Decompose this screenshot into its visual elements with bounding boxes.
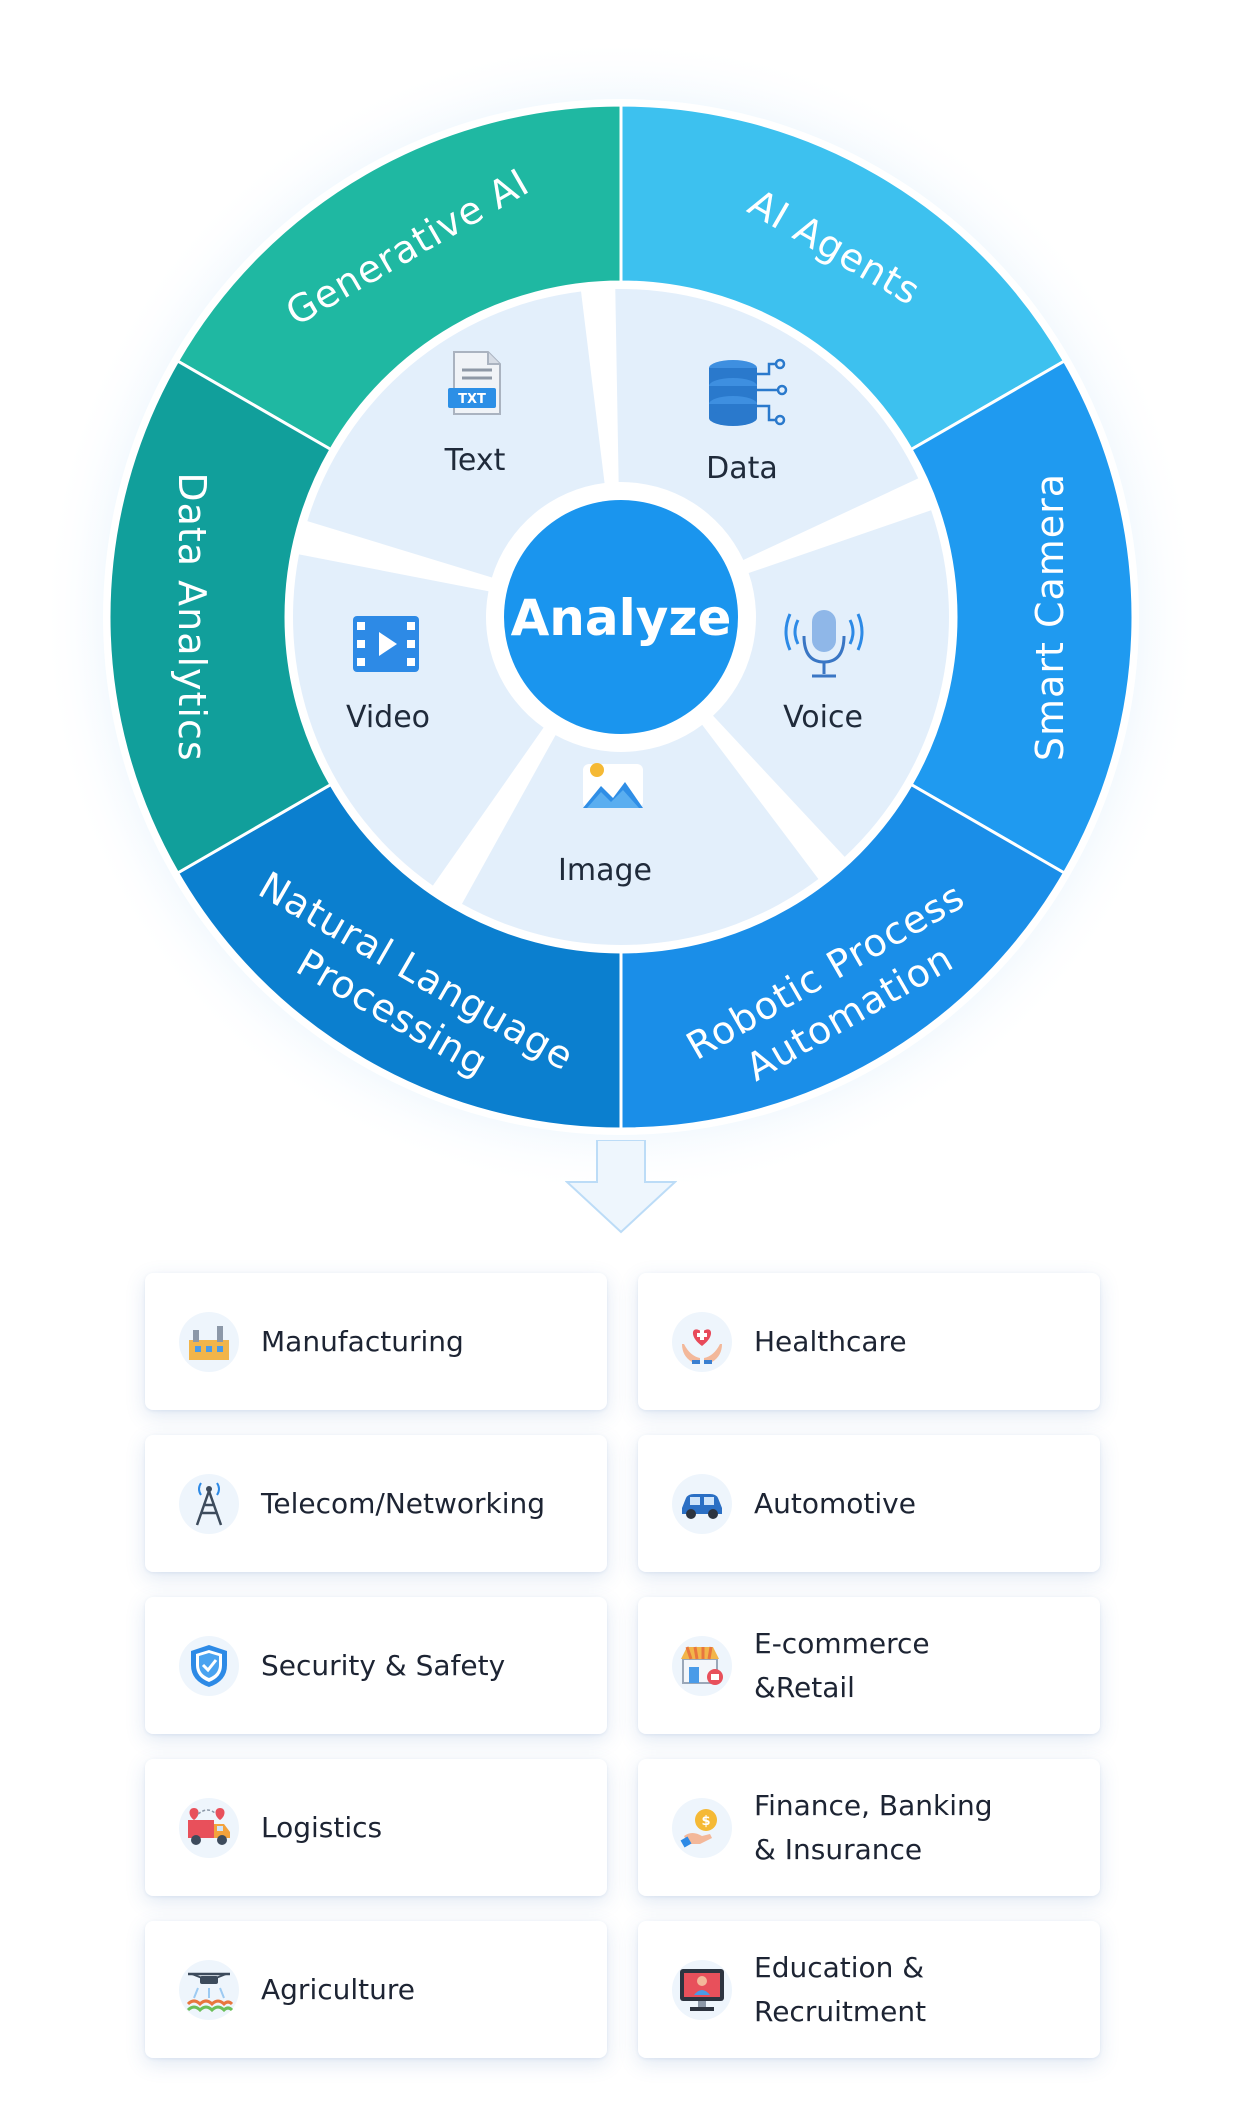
inner-segment-image[interactable]	[461, 724, 819, 945]
healthcare-hands-icon	[672, 1311, 732, 1372]
industry-label: Healthcare	[754, 1324, 907, 1358]
outer-segment-label: Data Analytics	[170, 472, 214, 761]
delivery-truck-icon	[179, 1797, 239, 1858]
industry-label: Manufacturing	[261, 1324, 464, 1358]
car-icon	[672, 1473, 732, 1534]
inner-segment-label: Data	[706, 451, 778, 486]
cell-tower-icon	[179, 1473, 239, 1534]
video-icon	[353, 616, 419, 672]
txt-file-icon: TXT	[448, 351, 501, 415]
microphone-icon	[784, 610, 864, 678]
inner-segment-label: Voice	[783, 700, 863, 735]
shield-check-icon	[179, 1635, 239, 1696]
database-icon	[709, 358, 788, 426]
inner-segment-label: Text	[444, 443, 506, 478]
inner-segment-voice[interactable]	[713, 510, 949, 857]
inner-segment-text[interactable]	[307, 291, 605, 578]
drone-crops-icon	[179, 1959, 239, 2020]
coin-hand-icon: $	[672, 1797, 732, 1858]
industry-card-automotive[interactable]: Automotive	[638, 1435, 1100, 1572]
industry-label: Logistics	[261, 1810, 383, 1844]
industry-label: Automotive	[754, 1486, 916, 1520]
industry-label: Telecom/Networking	[261, 1486, 546, 1520]
svg-text:$: $	[701, 1814, 710, 1829]
industry-card-logistics[interactable]: Logistics	[145, 1759, 607, 1896]
center-label: Analyze	[511, 589, 732, 647]
industry-card-agriculture[interactable]: Agriculture	[145, 1921, 607, 2058]
outer-label-group: Data Analytics	[170, 472, 214, 761]
industry-label: Education & Recruitment	[754, 1950, 927, 2028]
industry-label: Security & Safety	[261, 1648, 506, 1682]
industry-label: E-commerce &Retail	[754, 1626, 930, 1704]
image-icon	[583, 763, 643, 808]
inner-segment-data[interactable]	[615, 289, 919, 560]
industry-card-finance-banking-insurance[interactable]: $ Finance, Banking & Insurance	[638, 1759, 1100, 1896]
industry-card-education-recruitment[interactable]: Education & Recruitment	[638, 1921, 1100, 2058]
industry-card-security-safety[interactable]: Security & Safety	[145, 1597, 607, 1734]
factory-icon	[179, 1311, 239, 1372]
inner-segment-label: Image	[558, 853, 652, 888]
industry-card-telecom-networking[interactable]: Telecom/Networking	[145, 1435, 607, 1572]
inner-segment-label: Video	[346, 700, 430, 735]
svg-text:TXT: TXT	[458, 392, 486, 407]
outer-segment-label: Smart Camera	[1028, 473, 1072, 761]
industry-label: Finance, Banking & Insurance	[754, 1788, 993, 1866]
industry-card-healthcare[interactable]: Healthcare	[638, 1273, 1100, 1410]
monitor-teacher-icon	[672, 1959, 732, 2020]
industry-card-e-commerce-retail[interactable]: E-commerce &Retail	[638, 1597, 1100, 1734]
down-arrow-icon	[565, 1140, 677, 1234]
outer-label-group: Smart Camera	[1028, 473, 1072, 761]
industry-label: Agriculture	[261, 1972, 415, 2006]
storefront-icon	[672, 1635, 732, 1696]
industry-card-manufacturing[interactable]: Manufacturing	[145, 1273, 607, 1410]
center-circle[interactable]	[504, 500, 738, 734]
